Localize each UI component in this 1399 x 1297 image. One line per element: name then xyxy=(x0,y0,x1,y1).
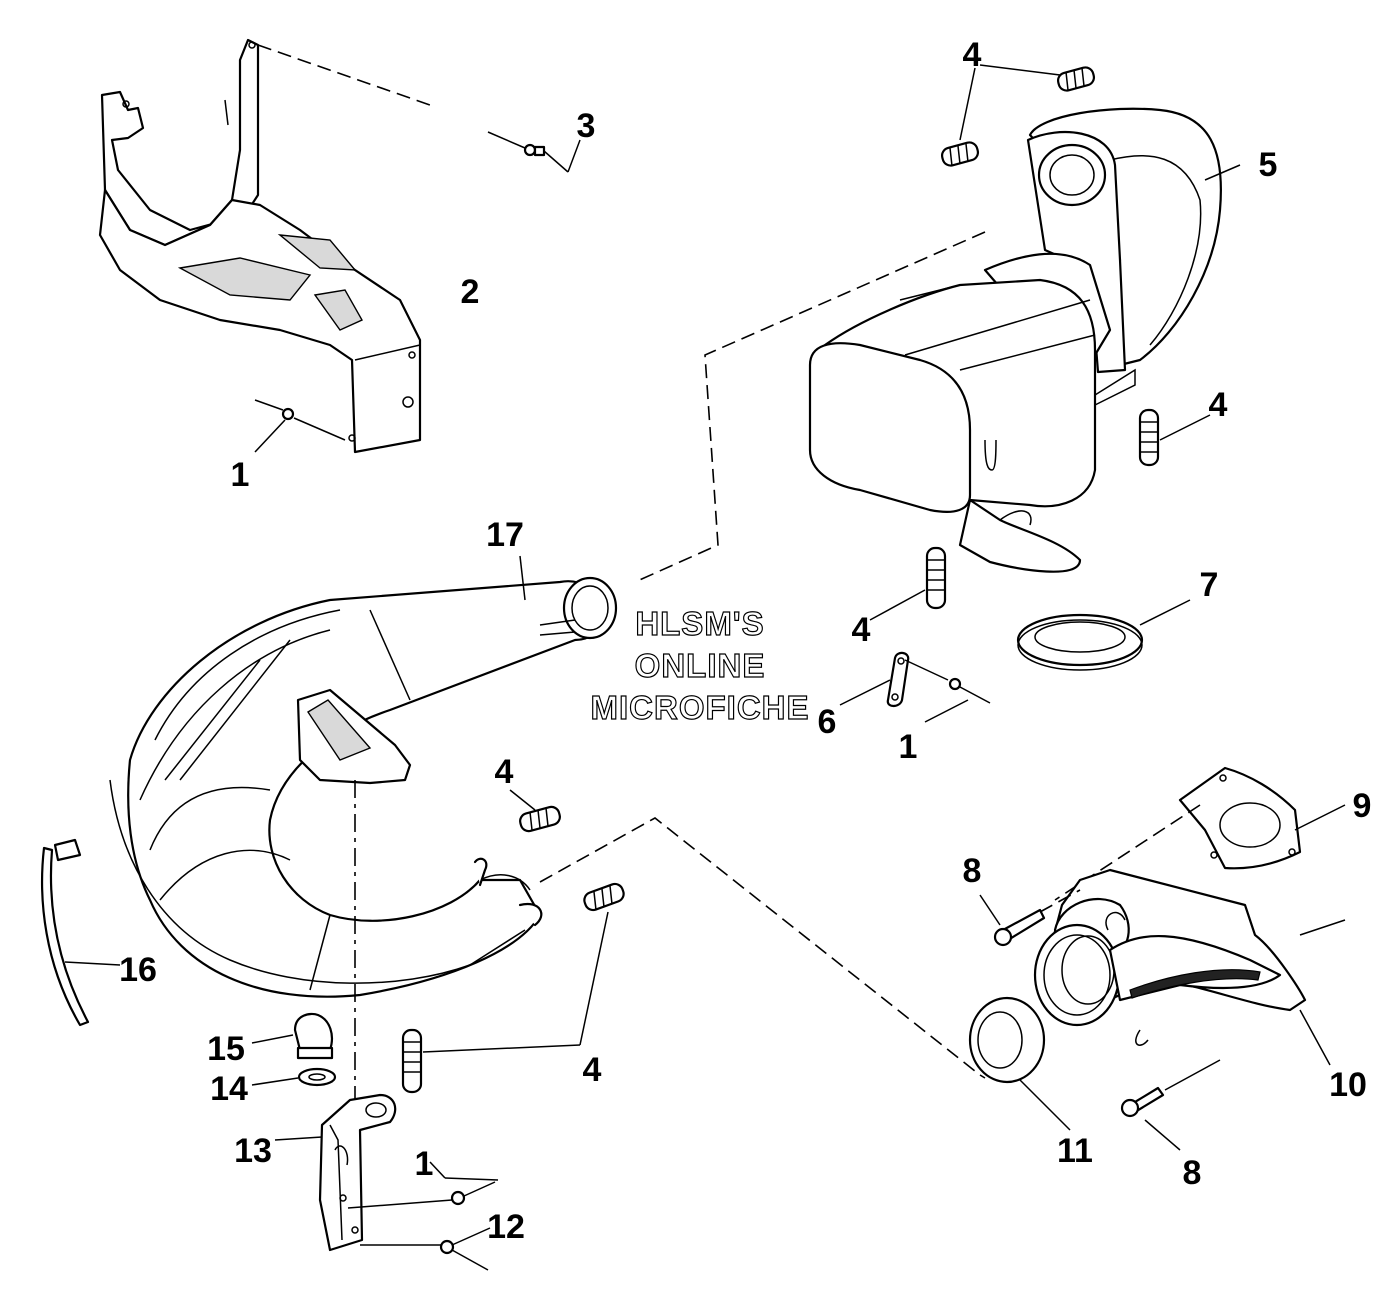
washer-part-14 xyxy=(251,1067,337,1087)
watermark-line-1: HLSM'S xyxy=(635,605,764,642)
callout-13: 13 xyxy=(234,1132,272,1170)
callout-15: 15 xyxy=(207,1030,245,1068)
callout-4: 4 xyxy=(963,36,982,74)
strap-part-6 xyxy=(839,651,991,723)
spring-part-4-c xyxy=(1138,408,1211,467)
callout-8: 8 xyxy=(963,852,982,890)
callout-12: 12 xyxy=(487,1208,525,1246)
callout-14: 14 xyxy=(210,1070,248,1108)
callout-9: 9 xyxy=(1353,787,1372,825)
gasket-part-9 xyxy=(1178,766,1346,870)
callout-4: 4 xyxy=(583,1051,602,1089)
callout-8: 8 xyxy=(1183,1154,1202,1192)
watermark-line-3: MICROFICHE xyxy=(591,689,810,726)
manifold-part-10 xyxy=(1033,868,1346,1066)
callout-4: 4 xyxy=(1209,386,1228,424)
callout-3: 3 xyxy=(577,107,596,145)
screw-part-1-top xyxy=(254,399,346,453)
callout-1: 1 xyxy=(231,456,250,494)
screw-part-3 xyxy=(257,44,581,173)
callout-10: 10 xyxy=(1329,1066,1367,1104)
spring-part-4-d xyxy=(869,546,947,621)
callout-7: 7 xyxy=(1200,566,1219,604)
spring-part-4-f xyxy=(579,882,625,1046)
screw-part-1-bottom xyxy=(347,1161,499,1209)
watermark-line-2: ONLINE xyxy=(635,647,766,684)
callout-1: 1 xyxy=(899,728,918,766)
strap-part-16 xyxy=(40,838,121,1027)
bolt-part-8-b xyxy=(1120,1059,1221,1151)
callout-16: 16 xyxy=(119,951,157,989)
expansion-chamber-part-17 xyxy=(109,555,618,998)
callout-5: 5 xyxy=(1259,146,1278,184)
callout-4: 4 xyxy=(852,611,871,649)
spring-part-4-g xyxy=(401,1028,581,1094)
callout-4: 4 xyxy=(495,753,514,791)
seal-part-11 xyxy=(968,996,1071,1131)
bracket-part-13 xyxy=(274,1093,397,1252)
spring-part-4-a xyxy=(1056,66,1096,92)
callout-17: 17 xyxy=(486,516,524,554)
watermark: HLSM'S ONLINE MICROFICHE xyxy=(590,604,810,726)
callout-6: 6 xyxy=(818,703,837,741)
callout-2: 2 xyxy=(461,273,480,311)
callout-1: 1 xyxy=(415,1145,434,1183)
spring-part-4-e xyxy=(509,789,561,833)
bolt-part-8-a xyxy=(979,889,1081,947)
screw-part-12 xyxy=(360,1227,491,1271)
callout-11: 11 xyxy=(1057,1132,1093,1170)
spring-part-4-b xyxy=(940,141,980,167)
muffler-part-5 xyxy=(808,107,1222,573)
gasket-part-7 xyxy=(1016,599,1191,671)
bracket-part-2 xyxy=(98,38,422,454)
bumper-part-15 xyxy=(251,1012,334,1060)
